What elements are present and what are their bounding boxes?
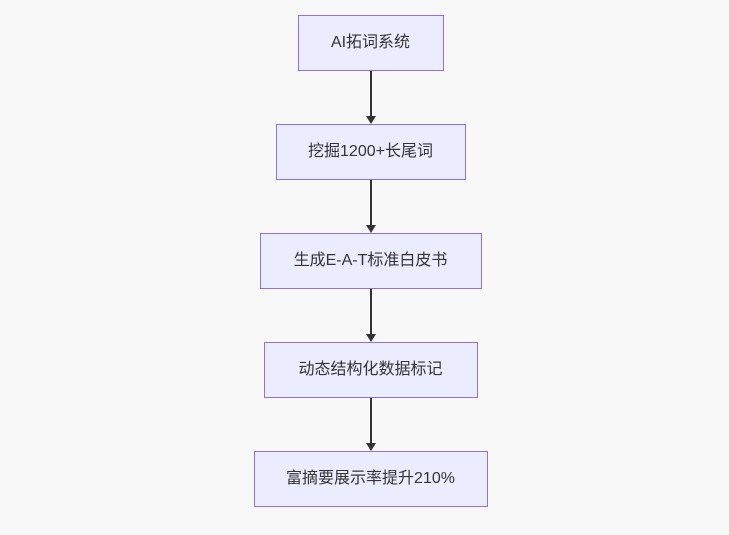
node-label: 动态结构化数据标记 — [298, 361, 443, 378]
arrow-connector — [365, 289, 377, 342]
node-label: 生成E-A-T标准白皮书 — [293, 252, 448, 269]
flowchart-node: 挖掘1200+长尾词 — [275, 124, 466, 180]
arrow-head-icon — [365, 334, 376, 342]
arrow-head-icon — [365, 225, 376, 233]
flowchart-column: AI拓词系统 挖掘1200+长尾词 生成E-A-T标准白皮书 动态结构化数据标记 — [6, 15, 729, 507]
node-label: 挖掘1200+长尾词 — [308, 143, 433, 160]
arrow-head-icon — [365, 116, 376, 124]
arrow-head-icon — [365, 443, 376, 451]
arrow-line — [369, 180, 372, 226]
arrow-line — [369, 398, 372, 444]
flowchart-node: AI拓词系统 — [297, 15, 444, 71]
flowchart-node: 动态结构化数据标记 — [263, 342, 478, 398]
node-label: AI拓词系统 — [330, 34, 411, 51]
node-label: 富摘要展示率提升210% — [286, 470, 455, 487]
arrow-line — [369, 289, 372, 335]
arrow-connector — [365, 71, 377, 124]
flowchart-node: 富摘要展示率提升210% — [253, 451, 488, 507]
flowchart-node: 生成E-A-T标准白皮书 — [259, 233, 482, 289]
arrow-connector — [365, 180, 377, 233]
arrow-line — [369, 71, 372, 117]
arrow-connector — [365, 398, 377, 451]
